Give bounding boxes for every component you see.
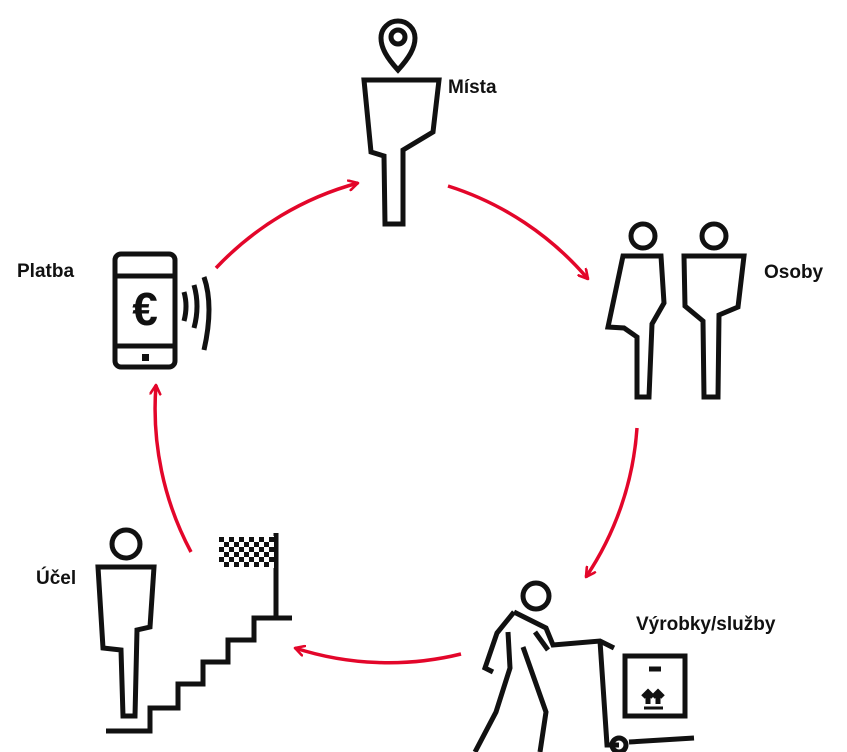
node-label-ucel: Účel: [36, 567, 76, 589]
arrow-platba-to-mista: [214, 183, 358, 270]
person-stairs-flag-icon: [95, 527, 292, 734]
node-label-vyrobky: Výrobky/služby: [636, 614, 776, 635]
arrow-mista-to-osoby: [447, 184, 590, 279]
arrow-vyrobky-to-ucel: [295, 648, 462, 665]
node-label-platba: Platba: [17, 261, 74, 282]
person-pin-icon: [361, 18, 442, 227]
arrow-ucel-to-platba: [155, 385, 193, 553]
arrow-osoby-to-vyrobky: [584, 427, 639, 577]
checkered-flag-icon: [219, 536, 274, 568]
euro-symbol: €: [132, 283, 158, 335]
node-label-mista: Místa: [448, 77, 497, 98]
cycle-arrows: [155, 183, 639, 665]
person-pushing-cart-icon: [472, 580, 695, 752]
two-people-icon: [604, 221, 747, 400]
phone-home-button: [142, 354, 149, 361]
node-label-osoby: Osoby: [764, 262, 824, 283]
phone-euro-payment-icon: [112, 251, 212, 370]
